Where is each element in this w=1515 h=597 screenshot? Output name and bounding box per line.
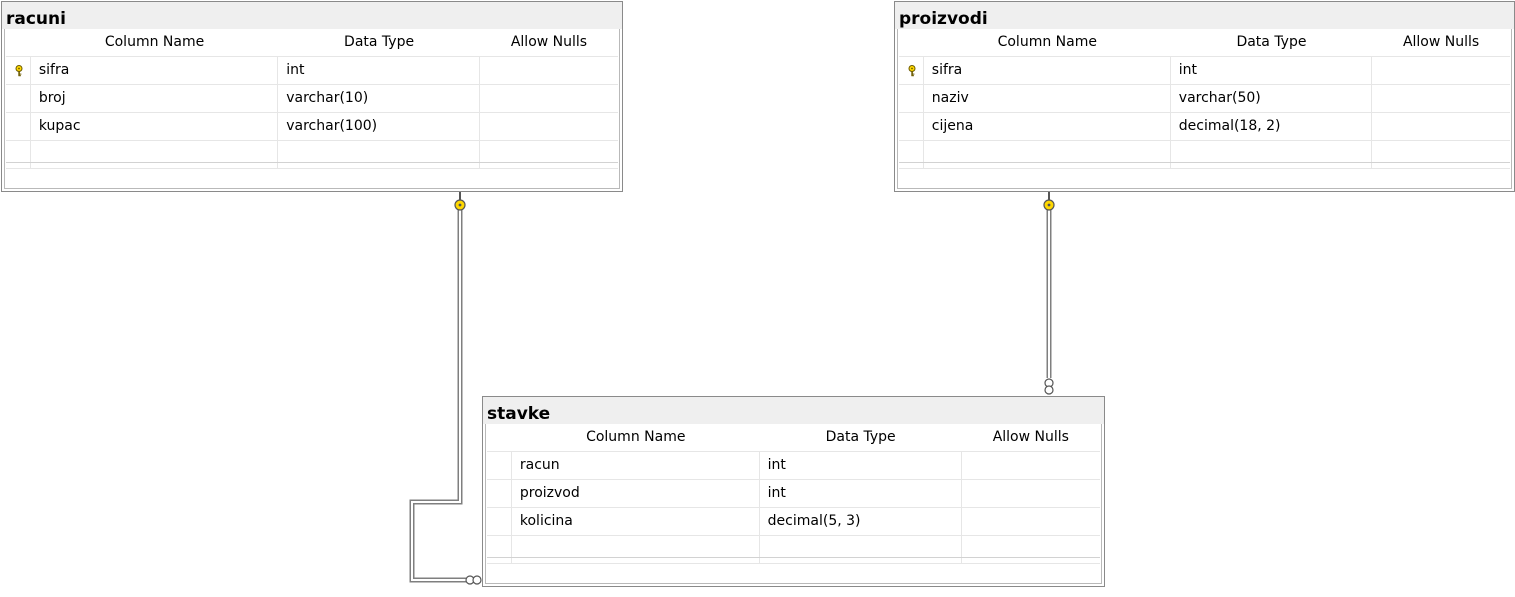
column-name-cell[interactable]: [924, 141, 1171, 168]
relationship-proizvodi-stavke[interactable]: [1043, 192, 1055, 395]
header-allow-nulls: Allow Nulls: [992, 429, 1069, 445]
table-racuni[interactable]: racuni Column Name Data Type Allow Nulls si…: [1, 1, 623, 192]
data-type-cell[interactable]: varchar(100): [278, 113, 480, 140]
allow-nulls-cell[interactable]: [480, 57, 618, 84]
table-title[interactable]: proizvodi: [895, 2, 1514, 29]
allow-nulls-cell[interactable]: [962, 508, 1100, 535]
data-type-cell[interactable]: [278, 141, 480, 168]
data-type-cell[interactable]: [1171, 141, 1373, 168]
allow-nulls-cell[interactable]: [480, 85, 618, 112]
relationship-racuni-stavke[interactable]: [409, 192, 482, 585]
column-name-cell[interactable]: broj: [31, 85, 279, 112]
header-selector: [487, 424, 512, 451]
primary-key-icon: [15, 65, 23, 77]
row-selector[interactable]: [487, 480, 512, 507]
column-name-cell[interactable]: kolicina: [512, 508, 760, 535]
table-footer: [899, 162, 1510, 187]
header-data-type: Data Type: [825, 429, 896, 445]
row-selector[interactable]: [6, 113, 31, 140]
row-selector[interactable]: [899, 141, 924, 168]
column-name-cell[interactable]: kupac: [31, 113, 279, 140]
column-name-cell[interactable]: naziv: [924, 85, 1171, 112]
table-title[interactable]: racuni: [2, 2, 622, 29]
column-header-row: Column Name Data Type Allow Nulls: [6, 29, 618, 57]
header-column-name: Column Name: [104, 34, 205, 50]
allow-nulls-cell[interactable]: [1372, 113, 1510, 140]
row-selector[interactable]: [899, 113, 924, 140]
header-allow-nulls: Allow Nulls: [1402, 34, 1480, 50]
header-column-name: Column Name: [586, 429, 686, 445]
row-selector[interactable]: [487, 536, 512, 563]
row-selector[interactable]: [487, 508, 512, 535]
allow-nulls-cell[interactable]: [480, 113, 618, 140]
key-icon: [454, 192, 466, 211]
row-selector[interactable]: [899, 57, 924, 84]
data-type-cell[interactable]: varchar(50): [1171, 85, 1373, 112]
allow-nulls-cell[interactable]: [962, 452, 1100, 479]
row-selector[interactable]: [899, 85, 924, 112]
table-stavke[interactable]: stavke Column Name Data Type Allow Nulls ra…: [482, 396, 1105, 587]
data-type-cell[interactable]: int: [1171, 57, 1373, 84]
table-proizvodi[interactable]: proizvodi Column Name Data Type Allow Null…: [894, 1, 1515, 192]
table-footer: [487, 557, 1100, 582]
infinity-icon: [465, 575, 482, 585]
column-header-row: Column Name Data Type Allow Nulls: [899, 29, 1510, 57]
data-type-cell[interactable]: int: [760, 452, 962, 479]
table-footer: [6, 162, 618, 187]
infinity-icon: [1044, 378, 1054, 395]
primary-key-icon: [908, 65, 916, 77]
allow-nulls-cell[interactable]: [962, 480, 1100, 507]
header-allow-nulls: Allow Nulls: [510, 34, 588, 50]
row-selector[interactable]: [6, 141, 31, 168]
row-selector[interactable]: [487, 452, 512, 479]
allow-nulls-cell[interactable]: [1372, 57, 1510, 84]
column-name-cell[interactable]: racun: [512, 452, 760, 479]
column-name-cell[interactable]: proizvod: [512, 480, 760, 507]
row-selector[interactable]: [6, 85, 31, 112]
column-name-cell[interactable]: [512, 536, 760, 563]
table-title[interactable]: stavke: [483, 397, 1104, 424]
header-column-name: Column Name: [997, 34, 1097, 50]
column-row[interactable]: [899, 141, 1510, 169]
data-type-cell[interactable]: varchar(10): [278, 85, 480, 112]
row-selector[interactable]: [6, 57, 31, 84]
column-name-cell[interactable]: sifra: [31, 57, 279, 84]
key-icon: [1043, 192, 1055, 211]
data-type-cell[interactable]: decimal(18, 2): [1171, 113, 1373, 140]
column-name-cell[interactable]: sifra: [924, 57, 1171, 84]
header-data-type: Data Type: [1236, 34, 1307, 50]
data-type-cell[interactable]: int: [760, 480, 962, 507]
column-name-cell[interactable]: cijena: [924, 113, 1171, 140]
column-name-cell[interactable]: [31, 141, 279, 168]
column-row[interactable]: [487, 536, 1100, 564]
column-row[interactable]: [6, 141, 618, 169]
header-selector: [6, 29, 31, 56]
data-type-cell[interactable]: [760, 536, 962, 563]
allow-nulls-cell[interactable]: [1372, 85, 1510, 112]
header-selector: [899, 29, 924, 56]
data-type-cell[interactable]: decimal(5, 3): [760, 508, 962, 535]
column-header-row: Column Name Data Type Allow Nulls: [487, 424, 1100, 452]
header-data-type: Data Type: [344, 34, 415, 50]
data-type-cell[interactable]: int: [278, 57, 480, 84]
